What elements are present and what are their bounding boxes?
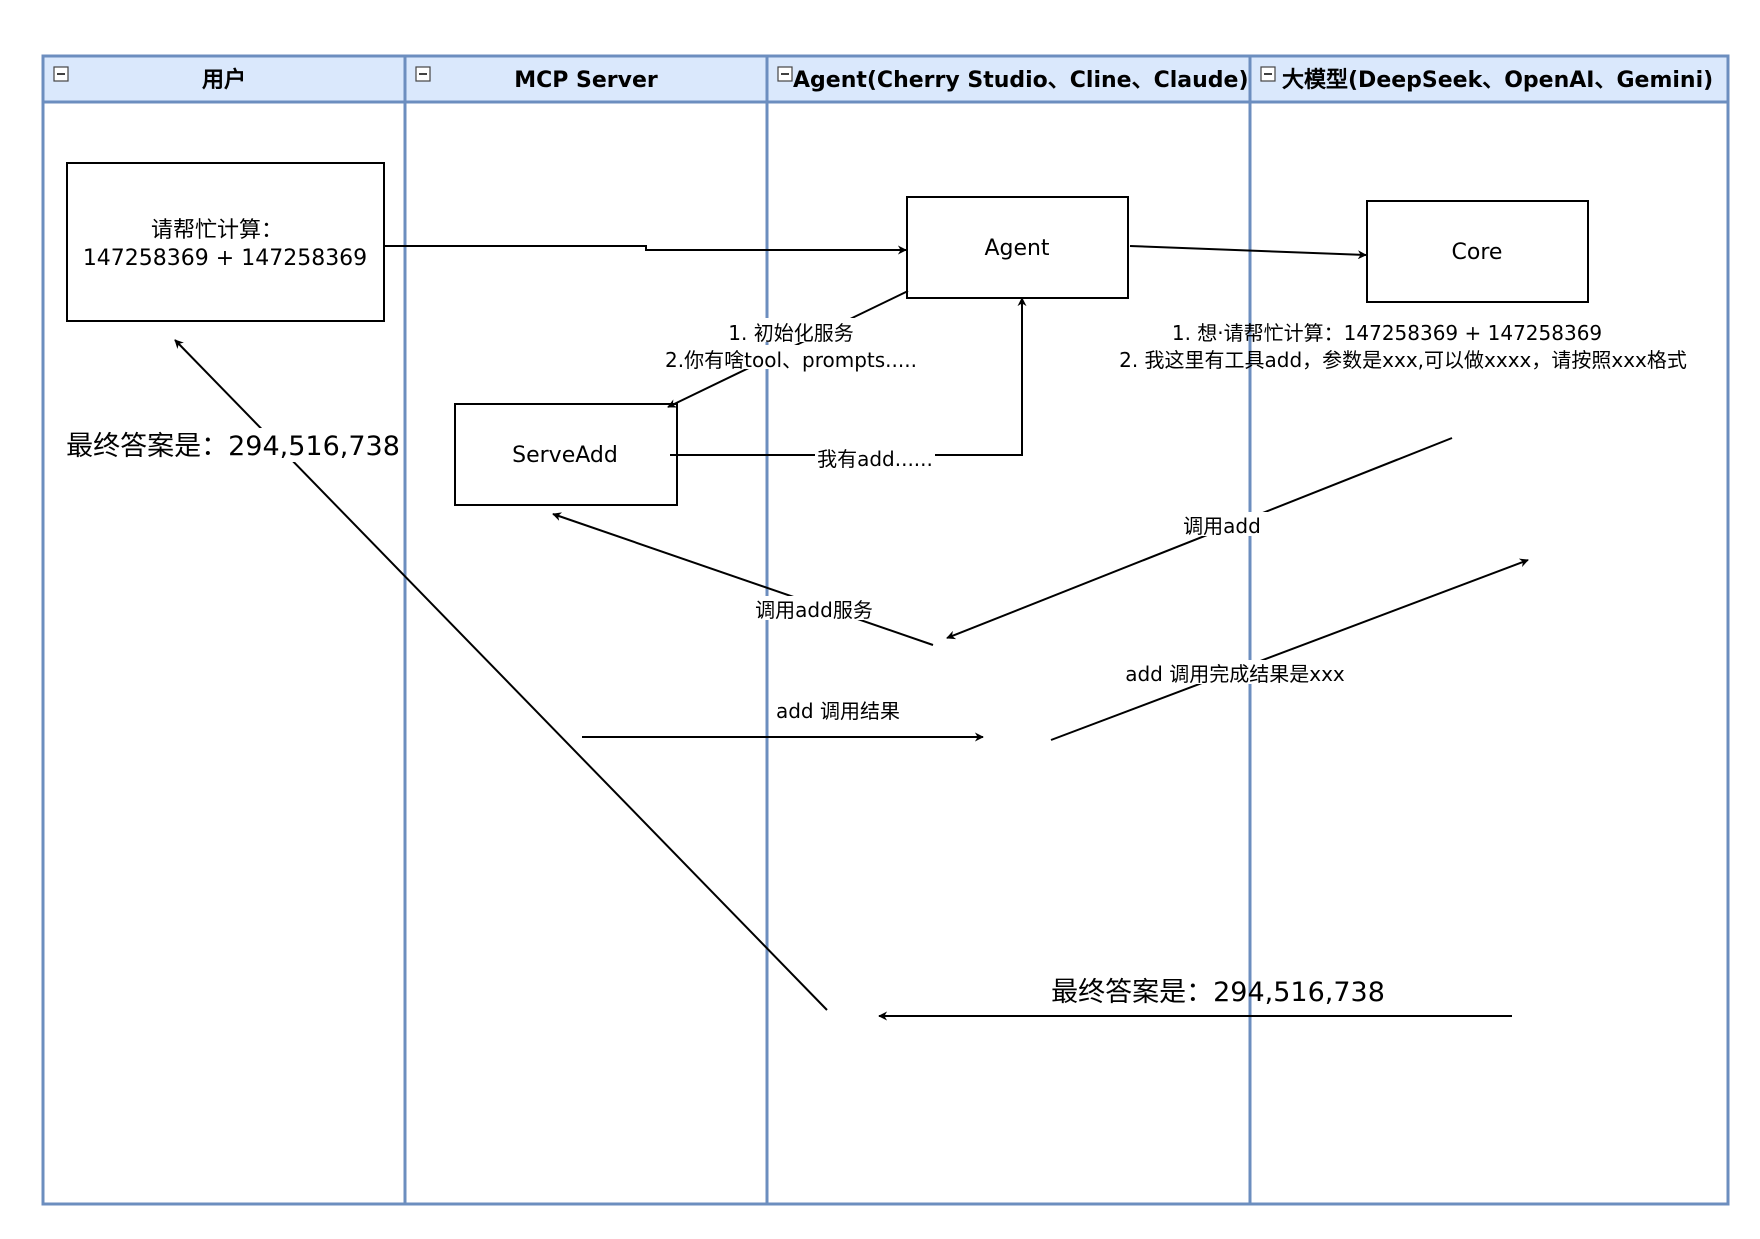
lane-title-agent: Agent(Cherry Studio、Cline、Claude): [793, 68, 1249, 93]
edge-user-to-agent[interactable]: [384, 245, 907, 255]
edge-core-to-agent-call-add[interactable]: [946, 437, 1453, 640]
label-core-1: 1. 想·请帮忙计算：147258369 + 147258369: [1172, 321, 1602, 345]
node-agent[interactable]: Agent: [906, 196, 1129, 299]
label-add-done: add 调用完成结果是xxx: [1125, 662, 1345, 686]
lane-mcp-collapse-icon[interactable]: [415, 66, 431, 82]
label-call-add: 调用add: [1183, 514, 1261, 538]
lane-title-mcp-server: MCP Server: [514, 68, 658, 93]
edge-agent-to-core[interactable]: [1129, 245, 1367, 260]
edge-serveadd-to-agent[interactable]: [670, 297, 1027, 456]
lane-user-collapse-icon[interactable]: [53, 66, 69, 82]
user-request-line2: 147258369 + 147258369: [83, 246, 367, 271]
lane-title-user: 用户: [202, 67, 246, 93]
label-final-answer-user: 最终答案是：294,516,738: [66, 431, 400, 462]
label-init-2: 2.你有啥tool、prompts.....: [665, 348, 917, 372]
label-add-result: add 调用结果: [776, 699, 900, 723]
edge-agent-to-serveadd-call[interactable]: [552, 512, 934, 646]
node-core[interactable]: Core: [1366, 200, 1589, 303]
serve-add-label: ServeAdd: [512, 443, 618, 468]
core-label: Core: [1452, 240, 1503, 265]
node-serve-add[interactable]: ServeAdd: [454, 403, 678, 506]
edge-agent-to-core-done[interactable]: [1050, 558, 1529, 741]
user-request-line1: 请帮忙计算：: [151, 218, 283, 243]
label-call-add-service: 调用add服务: [755, 598, 873, 622]
lane-model-collapse-icon[interactable]: [1260, 66, 1276, 82]
agent-label: Agent: [984, 236, 1049, 261]
edge-labels: 1. 初始化服务 2.你有啥tool、prompts..... 1. 想·请帮忙…: [66, 318, 1687, 1008]
lane-title-model: 大模型(DeepSeek、OpenAI、Gemini): [1282, 68, 1713, 93]
label-final-answer-agent: 最终答案是：294,516,738: [1051, 977, 1385, 1008]
label-init-1: 1. 初始化服务: [728, 321, 853, 345]
lane-agent-collapse-icon[interactable]: [777, 66, 793, 82]
label-have-add: 我有add......: [817, 447, 933, 471]
pool-border: [41, 54, 1730, 1206]
lane-header-band: [43, 56, 1728, 102]
node-user-request[interactable]: 请帮忙计算： 147258369 + 147258369: [66, 162, 385, 322]
swimlane-pool: 用户 MCP Server Agent(Cherry Studio、Cline、…: [41, 54, 1730, 1206]
label-core-2: 2. 我这里有工具add，参数是xxx,可以做xxxx，请按照xxx格式: [1119, 348, 1687, 372]
